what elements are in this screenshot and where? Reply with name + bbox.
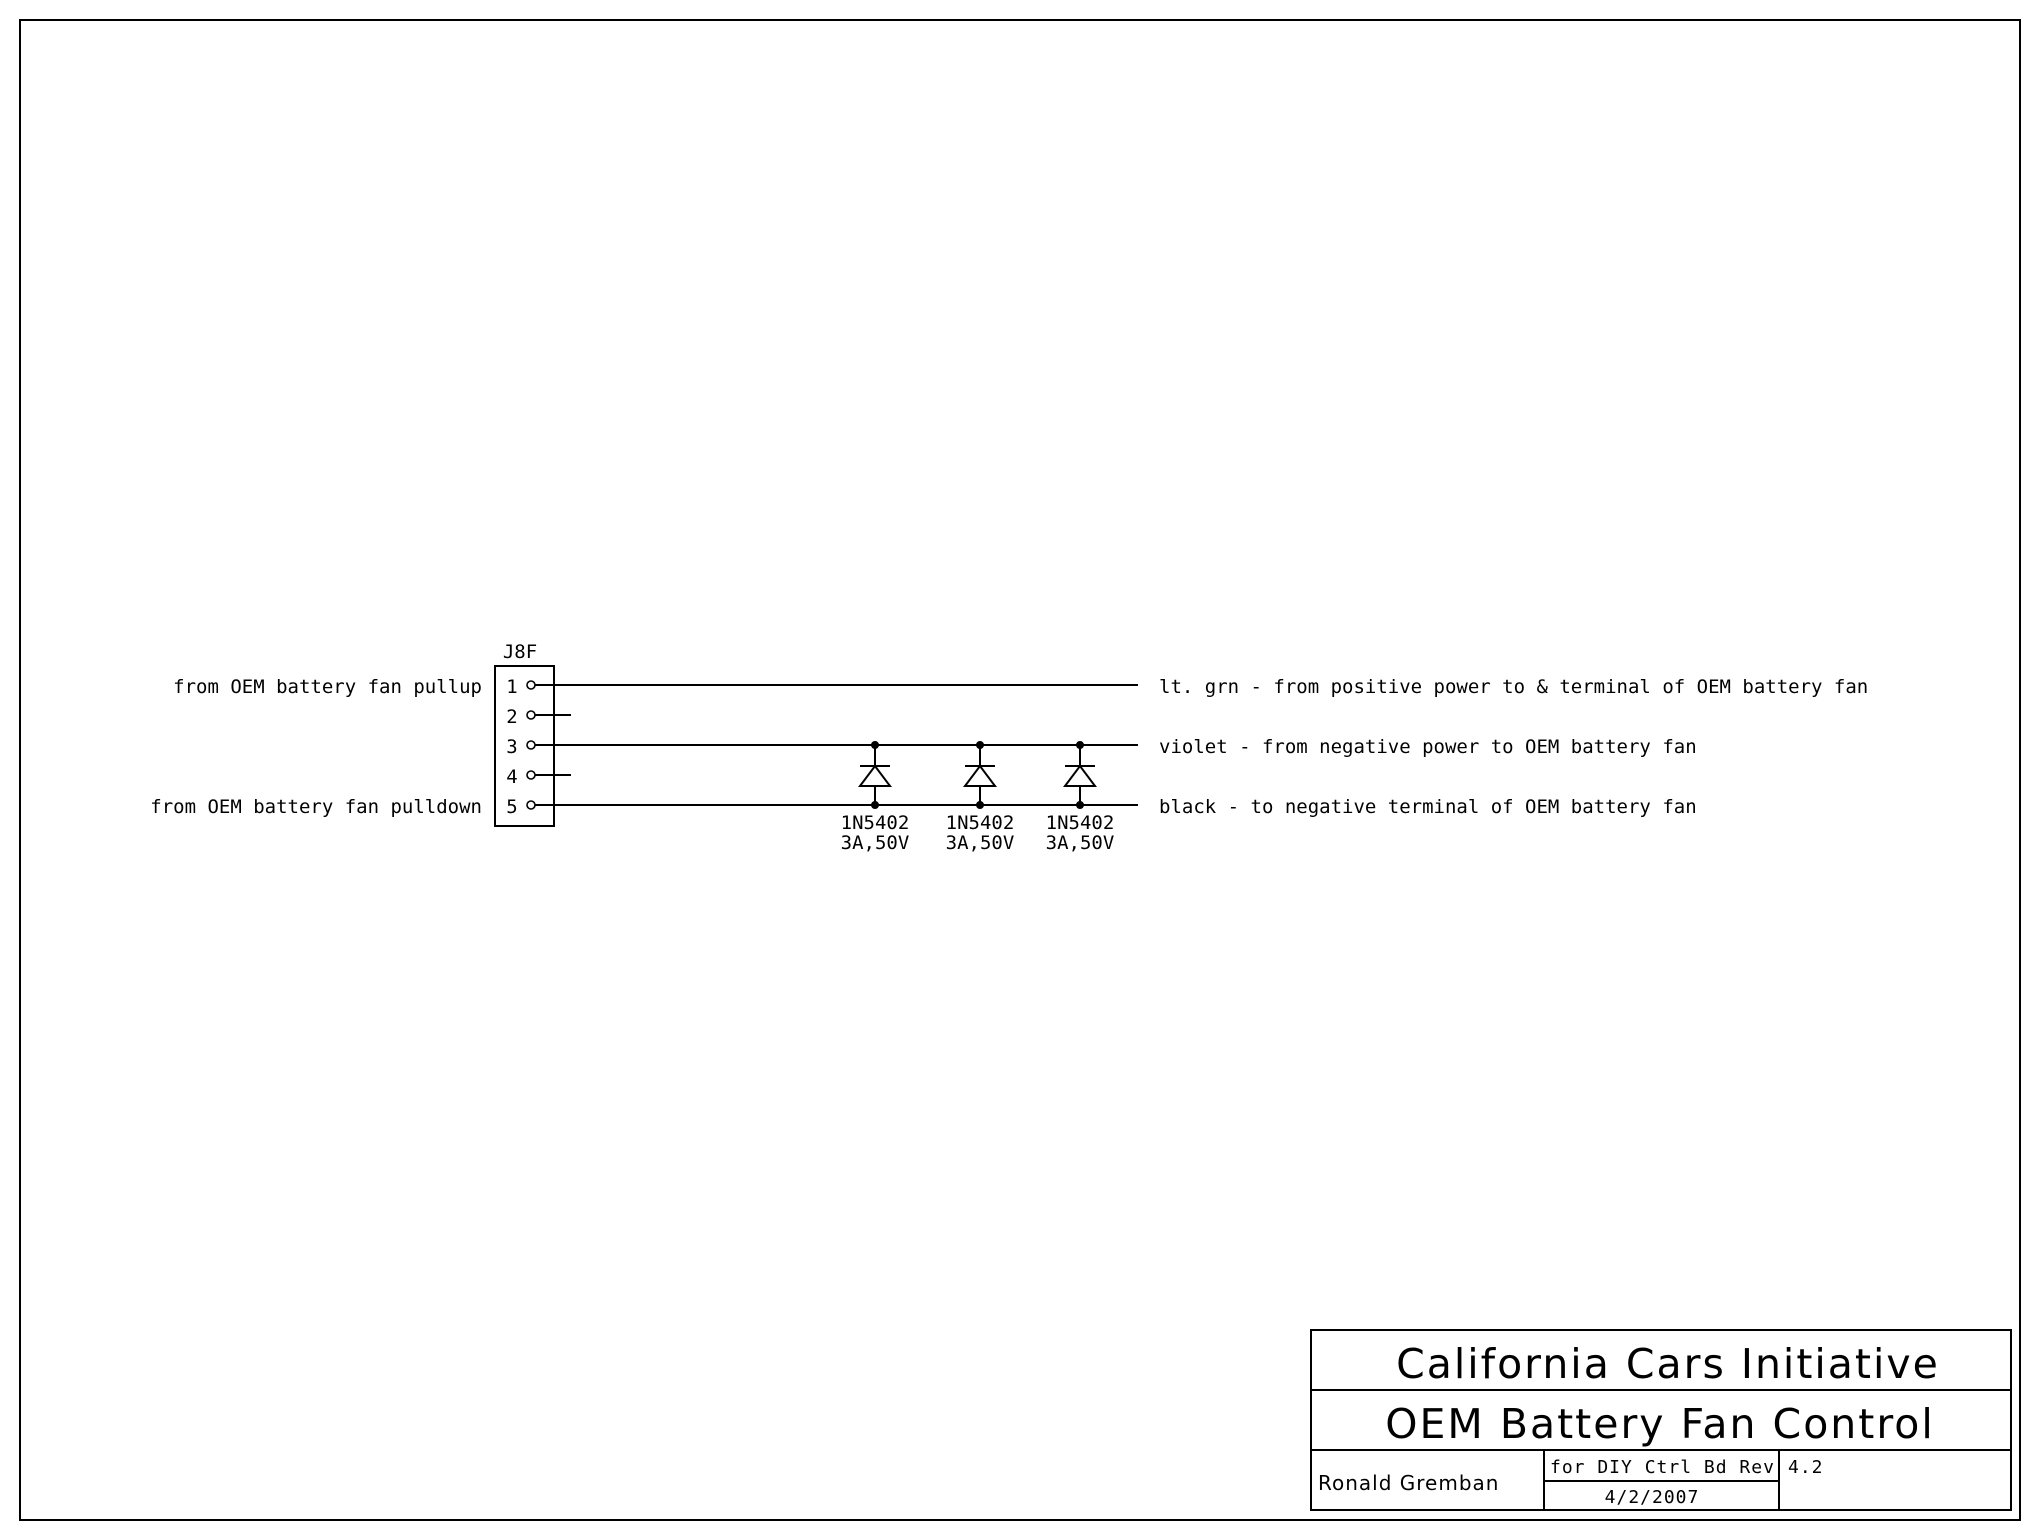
diode-symbol: [963, 764, 997, 787]
drawing-date: 4/2/2007: [1605, 1487, 1700, 1508]
label-pin5-left: from OEM battery fan pulldown: [150, 796, 482, 818]
author-name: Ronald Gremban: [1318, 1471, 1499, 1495]
pin-number-3: 3: [506, 736, 517, 758]
pin-number-2: 2: [506, 706, 517, 728]
connector-j8f: J8F 1 2 3 4 5: [494, 641, 571, 827]
diode-symbol: [858, 764, 892, 787]
connector-ref: J8F: [503, 641, 537, 663]
label-pin1-right: lt. grn - from positive power to & termi…: [1159, 676, 1868, 698]
pin-contact-5: [526, 800, 536, 810]
title-block: California Cars Initiative OEM Battery F…: [1310, 1329, 2012, 1511]
pin-contact-2: [526, 710, 536, 720]
sheet-border: [19, 19, 2021, 1521]
pin-contact-4: [526, 770, 536, 780]
organization-name: California Cars Initiative: [1396, 1340, 1940, 1388]
diode-d3: 1N5402 3A,50V: [1046, 741, 1115, 854]
pin-contact-3: [526, 740, 536, 750]
diode-symbol: [1063, 764, 1097, 787]
diode-d1: 1N5402 3A,50V: [841, 741, 910, 854]
revision-number: 4.2: [1788, 1457, 1824, 1478]
diode-rating-label: 3A,50V: [1046, 832, 1115, 854]
pin-contact-1: [526, 680, 536, 690]
diode-rating-label: 3A,50V: [841, 832, 910, 854]
pin-number-4: 4: [506, 766, 517, 788]
title-block-frame: [1310, 1329, 2012, 1511]
pin-number-5: 5: [506, 796, 517, 818]
label-pin1-left: from OEM battery fan pullup: [173, 676, 482, 698]
diode-rating-label: 3A,50V: [946, 832, 1015, 854]
label-pin5-right: black - to negative terminal of OEM batt…: [1159, 796, 1697, 818]
label-pin3-right: violet - from negative power to OEM batt…: [1159, 736, 1697, 758]
diode-d2: 1N5402 3A,50V: [946, 741, 1015, 854]
drawing-title: OEM Battery Fan Control: [1385, 1400, 1935, 1448]
board-label: for DIY Ctrl Bd Rev: [1550, 1457, 1775, 1478]
pin-number-1: 1: [506, 676, 517, 698]
diode-part-label: 1N5402: [946, 812, 1015, 834]
diode-part-label: 1N5402: [1046, 812, 1115, 834]
diode-part-label: 1N5402: [841, 812, 910, 834]
